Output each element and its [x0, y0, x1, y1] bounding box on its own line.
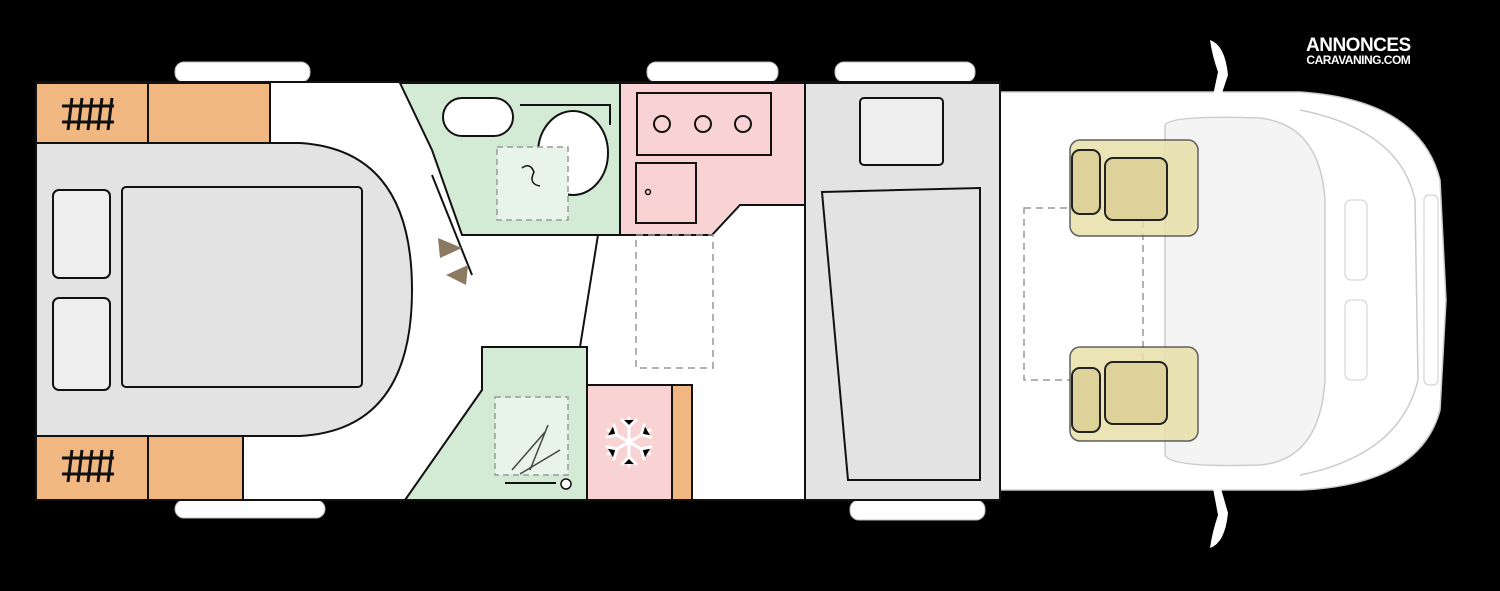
floor-hatch — [635, 234, 714, 369]
bedroom — [35, 142, 414, 437]
burner-icon — [694, 115, 712, 133]
door — [431, 174, 473, 276]
shower — [403, 346, 588, 501]
mirrors — [1210, 40, 1228, 548]
bed — [121, 186, 363, 388]
logo-line2: CARAVANING.COM — [1306, 53, 1411, 67]
cab-seat-driver — [1069, 139, 1199, 237]
bathroom — [398, 82, 621, 236]
snowflake-icon — [605, 416, 653, 468]
logo: ANNONCES CARAVANING.COM — [1306, 36, 1411, 66]
burner-icon — [653, 115, 671, 133]
pillow — [52, 189, 111, 279]
wardrobes — [35, 82, 271, 501]
burner-icon — [734, 115, 752, 133]
cab — [999, 40, 1447, 548]
logo-line1: ANNONCES — [1306, 35, 1411, 56]
pillow — [52, 297, 111, 391]
table — [820, 186, 981, 481]
wheels — [174, 61, 986, 521]
shower-tray — [496, 146, 569, 221]
hanger-icon — [62, 97, 114, 483]
entry-arrows-icon — [438, 238, 468, 285]
hob — [636, 92, 772, 156]
fridge — [586, 384, 693, 501]
sink — [635, 162, 697, 224]
dinette — [804, 82, 1001, 501]
washbasin — [442, 97, 514, 137]
cab-seat-passenger — [1069, 346, 1199, 442]
cushion — [859, 97, 944, 166]
